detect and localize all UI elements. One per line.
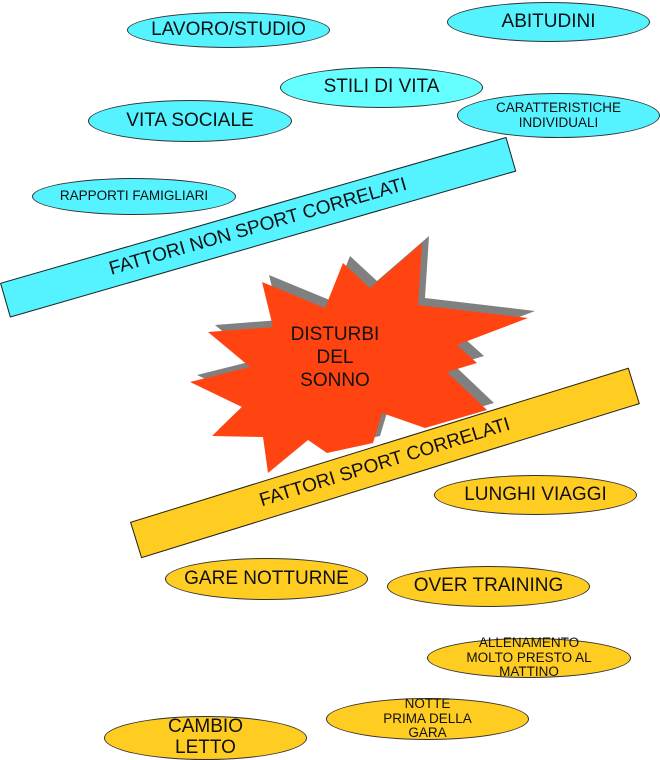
factor-allenamento-mattino: ALLENAMENTO MOLTO PRESTO AL MATTINO bbox=[427, 635, 631, 679]
factor-lunghi-viaggi: LUNGHI VIAGGI bbox=[434, 475, 637, 515]
factor-rapporti-famigliari: RAPPORTI FAMIGLIARI bbox=[32, 178, 236, 215]
factor-caratteristiche-individuali: CARATTERISTICHE INDIVIDUALI bbox=[457, 93, 660, 138]
factor-vita-sociale: VITA SOCIALE bbox=[88, 100, 292, 142]
factor-over-training: OVER TRAINING bbox=[387, 566, 590, 607]
center-line-1: DISTURBI bbox=[290, 324, 380, 345]
center-label: DISTURBI DEL SONNO bbox=[280, 323, 390, 392]
center-line-2: DEL bbox=[316, 347, 354, 368]
factor-notte-prima-gara: NOTTE PRIMA DELLA GARA bbox=[326, 696, 529, 740]
factor-cambio-letto: CAMBIO LETTO bbox=[104, 716, 307, 760]
factor-gare-notturne: GARE NOTTURNE bbox=[165, 558, 368, 600]
factor-lavoro-studio: LAVORO/STUDIO bbox=[127, 12, 330, 48]
center-line-3: SONNO bbox=[300, 370, 370, 391]
factor-abitudini: ABITUDINI bbox=[447, 2, 650, 42]
starburst bbox=[190, 243, 528, 473]
factor-stili-di-vita: STILI DI VITA bbox=[280, 67, 483, 108]
